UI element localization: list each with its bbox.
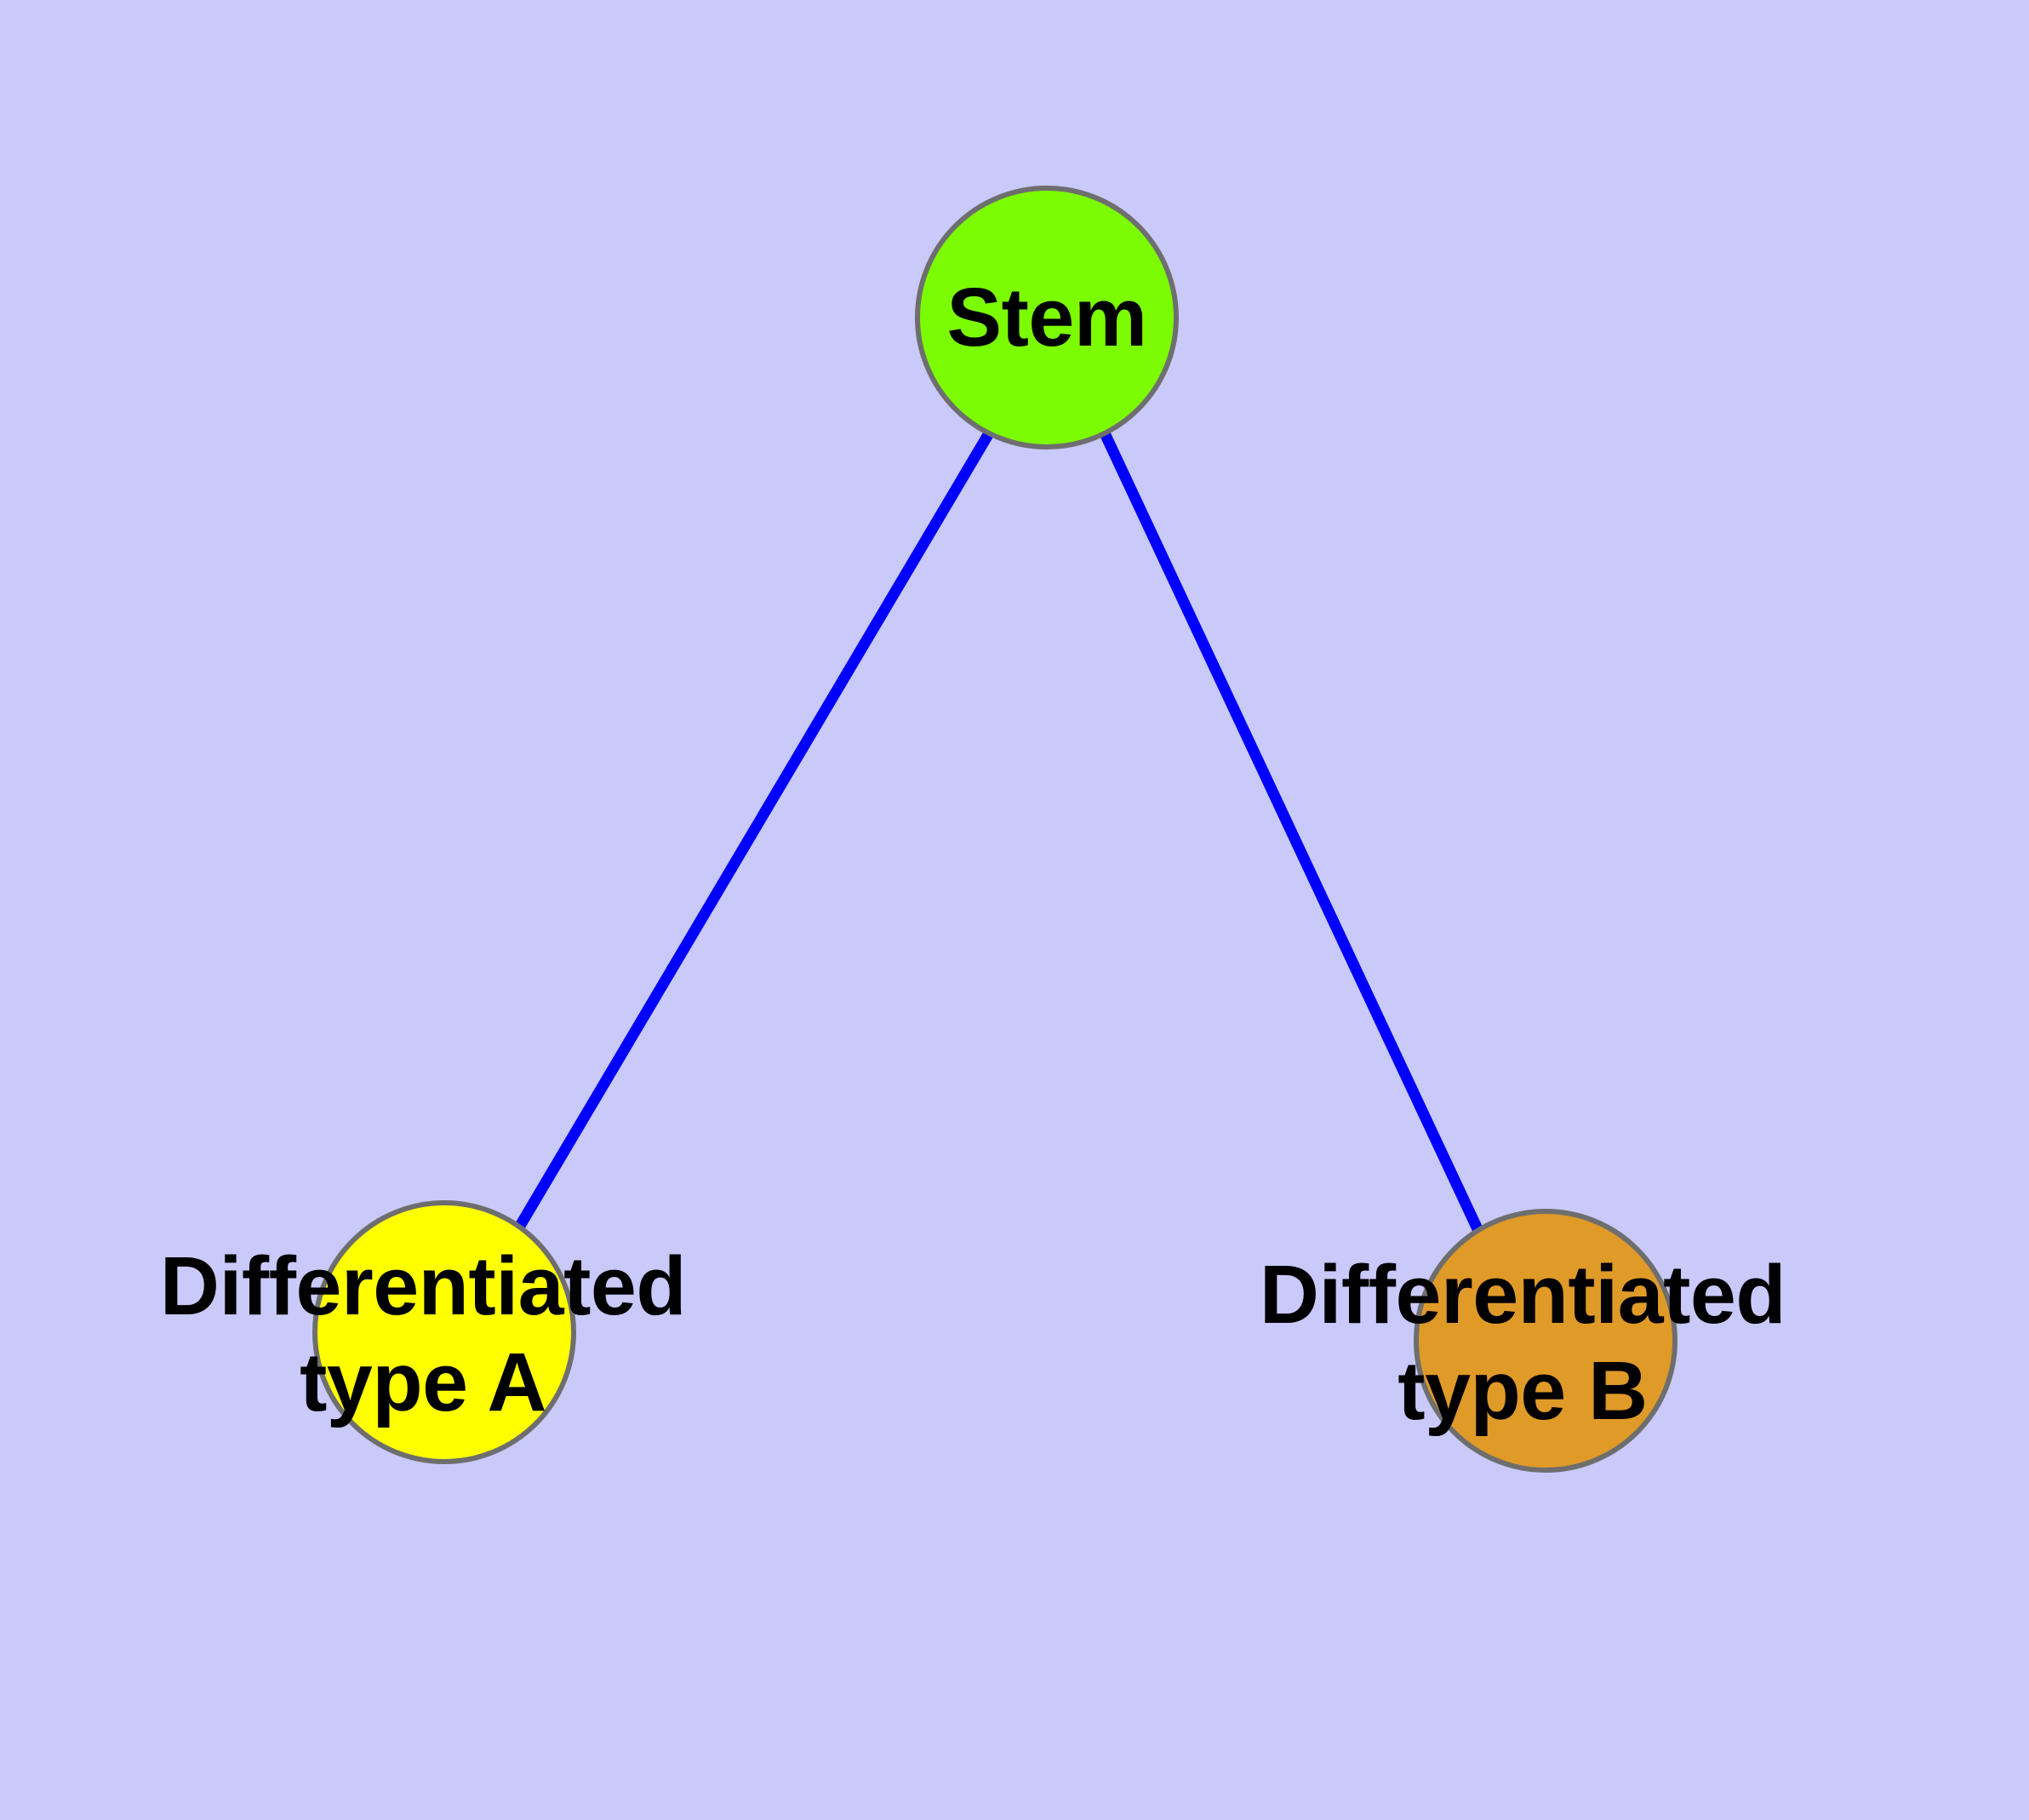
nodes-group bbox=[312, 186, 1677, 1473]
graph-node-stem[interactable] bbox=[915, 186, 1179, 449]
graph-node-diff-a[interactable] bbox=[312, 1200, 576, 1464]
edges-group bbox=[515, 430, 1484, 1235]
graph-edge-stem-to-diff-b bbox=[1100, 431, 1484, 1235]
graph-node-diff-b[interactable] bbox=[1414, 1209, 1677, 1473]
graph-edge-stem-to-diff-a bbox=[515, 430, 994, 1229]
